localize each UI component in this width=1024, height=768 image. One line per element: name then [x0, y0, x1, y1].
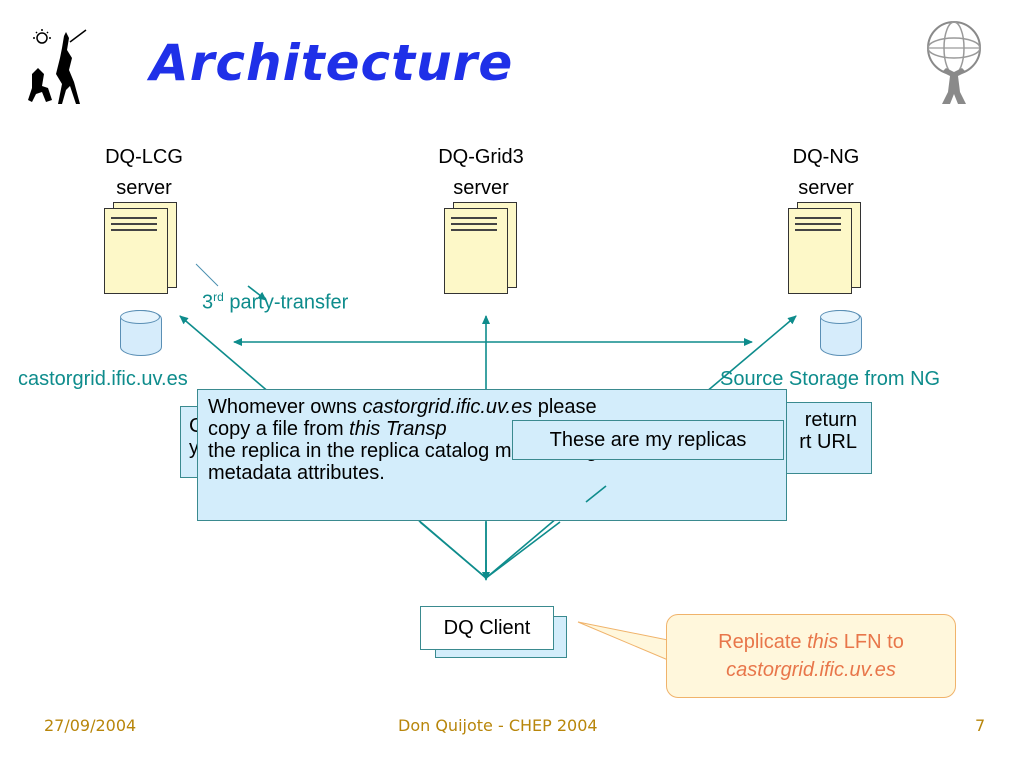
replicate-callout: Replicate this LFN to castorgrid.ific.uv…: [666, 614, 956, 698]
storage-label-right: Source Storage from NG: [720, 368, 941, 390]
footer-center: Don Quijote - CHEP 2004: [398, 716, 598, 735]
server-icon: [104, 208, 168, 294]
server-sub: server: [798, 177, 854, 199]
slide-title: Architecture: [150, 34, 514, 92]
don-quijote-logo: [22, 28, 92, 108]
server-label-lcg: DQ-LCG server: [64, 142, 224, 204]
server-name: DQ-Grid3: [438, 146, 524, 168]
server-icon: [788, 208, 852, 294]
transfer-label: 3rd party-transfer: [202, 290, 349, 314]
server-icon: [444, 208, 508, 294]
server-name: DQ-NG: [792, 146, 860, 168]
server-label-grid3: DQ-Grid3 server: [401, 142, 561, 204]
storage-disk-icon: [820, 310, 862, 356]
page-number: 7: [975, 716, 986, 735]
storage-disk-icon: [120, 310, 162, 356]
server-sub: server: [453, 177, 509, 199]
server-sub: server: [116, 177, 172, 199]
arrow-label-pointer: [247, 285, 267, 301]
atlas-logo: [914, 14, 994, 106]
replicas-box: These are my replicas: [512, 420, 784, 460]
dq-client-box: DQ Client: [420, 606, 554, 650]
server-name: DQ-LCG: [105, 146, 183, 168]
label-leader-line: [195, 263, 219, 287]
storage-label-left: castorgrid.ific.uv.es: [18, 368, 188, 390]
footer-date: 27/09/2004: [44, 716, 137, 735]
server-label-ng: DQ-NG server: [746, 142, 906, 204]
